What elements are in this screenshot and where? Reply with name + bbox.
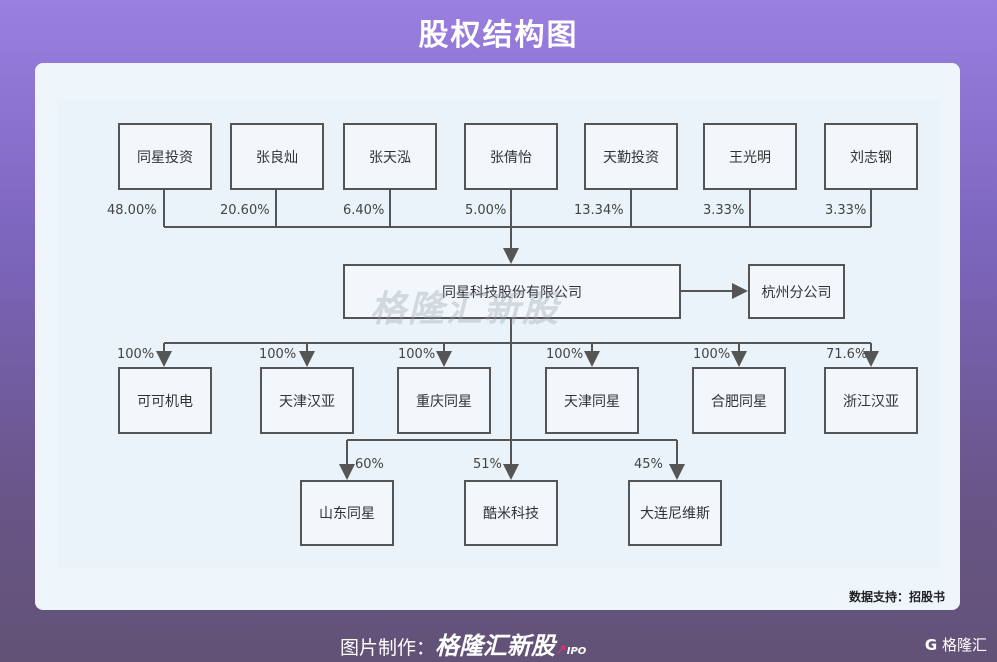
share-pct: 3.33% [825, 203, 867, 218]
branch-box: 杭州分公司 [748, 264, 845, 319]
sub-pct: 60% [355, 457, 384, 472]
logo-text: 格隆汇 [941, 636, 987, 654]
sub-pct: 71.6% [826, 347, 868, 362]
share-pct: 5.00% [465, 203, 507, 218]
subsidiary-box: 天津同星 [545, 367, 639, 434]
share-pct: 3.33% [703, 203, 745, 218]
shareholder-box: 张倩怡 [464, 123, 558, 190]
g-logo-icon: G [924, 636, 938, 654]
sub-pct: 100% [259, 347, 297, 362]
subsidiary-box: 酷米科技 [464, 480, 558, 546]
shareholder-box: 同星投资 [118, 123, 212, 190]
sub-pct: 100% [398, 347, 436, 362]
footer-credit: 图片制作：格隆汇新股↗IPO [340, 626, 586, 661]
sub-pct: 45% [634, 457, 663, 472]
credit-label: 图片制作： [340, 637, 436, 659]
shareholder-box: 张良灿 [230, 123, 324, 190]
sub-pct: 100% [693, 347, 731, 362]
company-box: 同星科技股份有限公司 [343, 264, 681, 319]
shareholder-box: 王光明 [703, 123, 797, 190]
share-pct: 48.00% [107, 203, 157, 218]
shareholder-box: 天勤投资 [584, 123, 678, 190]
subsidiary-box: 浙江汉亚 [824, 367, 918, 434]
shareholder-box: 张天泓 [343, 123, 437, 190]
subsidiary-box: 可可机电 [118, 367, 212, 434]
sub-pct: 100% [546, 347, 584, 362]
brand-logo: 格隆汇新股 [435, 632, 556, 660]
share-pct: 13.34% [574, 203, 624, 218]
subsidiary-box: 大连尼维斯 [628, 480, 722, 546]
subsidiary-box: 天津汉亚 [260, 367, 354, 434]
share-pct: 20.60% [220, 203, 270, 218]
subsidiary-box: 山东同星 [300, 480, 394, 546]
page-title: 股权结构图 [418, 18, 579, 53]
share-pct: 6.40% [343, 203, 385, 218]
watermark: 格隆汇新股 [370, 289, 561, 330]
ipo-label: IPO [566, 646, 587, 657]
sub-pct: 51% [473, 457, 502, 472]
subsidiary-box: 重庆同星 [397, 367, 491, 434]
gelonghui-logo: G 格隆汇 [925, 634, 987, 655]
arrow-up-icon: ↗ [555, 642, 567, 658]
shareholder-box: 刘志钢 [824, 123, 918, 190]
sub-pct: 100% [117, 347, 155, 362]
data-source: 数据支持：招股书 [848, 590, 945, 604]
subsidiary-box: 合肥同星 [692, 367, 786, 434]
